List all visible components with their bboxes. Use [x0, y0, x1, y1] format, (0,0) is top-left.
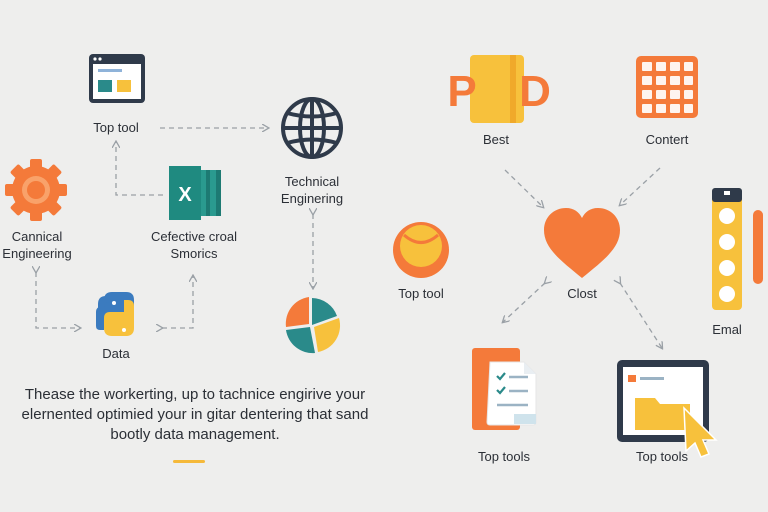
label-best: Best [482, 132, 509, 147]
python-logo-icon [96, 292, 134, 336]
label-technical-engineering: Technical Enginering [262, 173, 362, 207]
caption-underline [173, 460, 205, 463]
label-clost: Clost [567, 286, 597, 301]
label-cefective-line2: Smorics [170, 246, 218, 261]
spreadsheet-icon: X [169, 166, 221, 220]
label-technical-line2: Enginering [280, 191, 344, 206]
label-cefective-line1: Cefective croal [151, 229, 237, 244]
screen-folder-cursor-icon [617, 360, 718, 458]
label-top-tools-left: Top tools [477, 449, 531, 464]
arrow-gear-to-data [36, 272, 80, 328]
label-cefective-croal: Cefective croal Smorics [138, 228, 250, 262]
gear-icon [5, 159, 67, 221]
caption-line1: Thease the workerting, up to tachnice en… [24, 386, 366, 403]
pd-book-icon: P D [447, 55, 551, 123]
label-top-tool-right: Top tool [398, 286, 444, 301]
pd-letter-p: P [447, 67, 476, 116]
arrow-best-to-heart [504, 169, 543, 207]
label-cannical-engineering: Cannical Engineering [0, 228, 82, 262]
checklist-document-icon [472, 348, 537, 430]
arrow-excel-to-toptool [116, 142, 163, 196]
arrow-heart-to-screen [620, 283, 662, 348]
browser-window-icon [89, 54, 145, 103]
label-top-tool: Top tool [93, 120, 139, 135]
description-caption: Thease the workerting, up to tachnice en… [0, 385, 390, 445]
arrow-contert-to-heart [620, 167, 661, 205]
label-cannical-line1: Cannical [11, 229, 63, 244]
connectors-right [503, 167, 662, 348]
segmented-circle-icon [285, 297, 341, 354]
battery-column-icon [712, 188, 763, 310]
caption-line3: bootly data management. [110, 426, 280, 443]
ball-icon [393, 222, 449, 278]
label-technical-line1: Technical [284, 174, 340, 189]
arrow-heart-to-doc [503, 283, 545, 322]
label-top-tools-right: Top tools [635, 449, 689, 464]
label-emal: Emal [712, 322, 742, 337]
spreadsheet-letter: X [178, 184, 192, 206]
label-contert: Contert [645, 132, 689, 147]
pd-letter-d: D [519, 67, 551, 116]
caption-line2: elernented optimied your in gitar denter… [21, 406, 369, 423]
globe-icon [281, 97, 343, 159]
label-cannical-line2: Engineering [2, 246, 72, 261]
label-data: Data [102, 346, 130, 361]
connectors-left [36, 128, 313, 328]
arrow-data-to-excel [162, 276, 193, 328]
grid-calendar-icon [636, 56, 698, 118]
heart-icon [544, 208, 620, 278]
